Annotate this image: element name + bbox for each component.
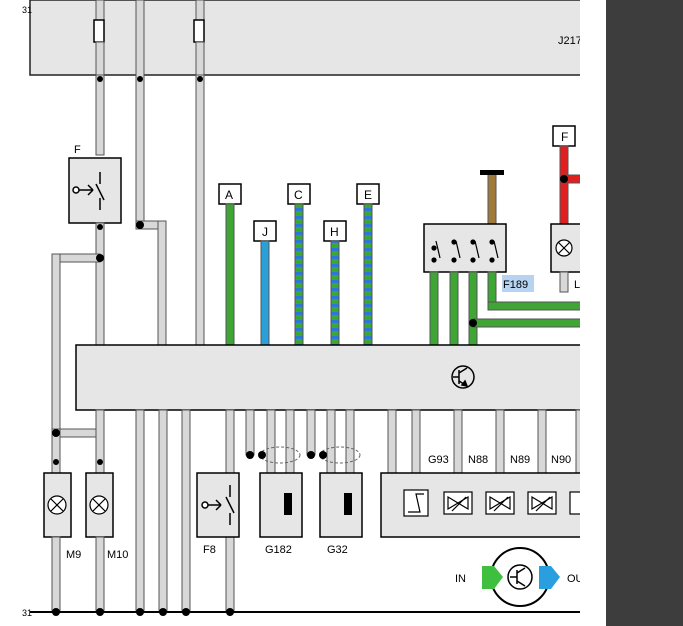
connector-a: A — [218, 183, 242, 346]
in-arrow-icon — [482, 566, 503, 589]
legend-in-label: IN — [455, 573, 466, 585]
ground-label-top: 31 — [22, 5, 32, 15]
svg-text:H: H — [330, 225, 339, 239]
sensor-g32-label: G32 — [327, 544, 348, 556]
solenoid-valve-icon — [527, 491, 557, 515]
valve-label-n89: N89 — [510, 454, 530, 466]
sensor-icon — [284, 493, 292, 515]
fuse-icon — [93, 19, 105, 43]
bulb-icon — [89, 495, 109, 515]
top-unit-label: J217 — [558, 35, 582, 47]
transistor-icon — [507, 564, 533, 590]
sensor-g182-label: G182 — [265, 544, 292, 556]
connector-h: H — [323, 220, 347, 346]
fuse-icon — [193, 19, 205, 43]
pressure-switch-icon — [72, 172, 105, 210]
controller-box — [75, 344, 583, 411]
valve-label-g93: G93 — [428, 454, 449, 466]
pressure-switch-icon — [201, 485, 235, 525]
multi-switch-icon — [431, 239, 499, 263]
junction-dots — [97, 76, 203, 82]
f189-label: F189 — [503, 279, 528, 291]
red-wire — [559, 145, 569, 225]
out-arrow-icon — [539, 566, 560, 589]
switch-f8-label: F8 — [203, 544, 216, 556]
bulb-icon — [47, 495, 67, 515]
top-unit-box — [29, 0, 583, 76]
brown-wire — [487, 173, 497, 225]
sensor-g32-box — [319, 472, 363, 538]
svg-text:J: J — [262, 225, 268, 239]
svg-text:E: E — [364, 188, 372, 202]
connector-e: E — [356, 183, 380, 346]
solenoid-valve-icon — [443, 491, 473, 515]
connector-f-label: F — [561, 130, 568, 144]
bulb-icon — [555, 239, 573, 257]
ground-label-bottom: 31 — [22, 608, 32, 618]
temperature-sensor-icon — [403, 489, 429, 517]
sensor-g182-box — [259, 472, 303, 538]
svg-text:A: A — [225, 188, 233, 202]
transistor-icon — [451, 365, 475, 389]
signal-legend: IN OU — [455, 547, 584, 607]
switch-f-label: F — [74, 144, 81, 156]
page-margin — [580, 0, 606, 626]
connector-c: C — [287, 183, 311, 346]
svg-text:C: C — [294, 188, 303, 202]
lamp-l-label: L — [574, 279, 580, 291]
connector-j: J — [253, 220, 277, 346]
valve-label-n90: N90 — [551, 454, 571, 466]
sensor-icon — [344, 493, 352, 515]
ground-junctions — [52, 608, 234, 616]
legend-out-label: OU — [567, 573, 584, 585]
valve-label-n88: N88 — [468, 454, 488, 466]
solenoid-valve-icon — [485, 491, 515, 515]
f189-highlight — [502, 275, 534, 292]
lamp-m10-label: M10 — [107, 549, 128, 561]
lamp-m9-label: M9 — [66, 549, 81, 561]
side-panel — [606, 0, 683, 626]
